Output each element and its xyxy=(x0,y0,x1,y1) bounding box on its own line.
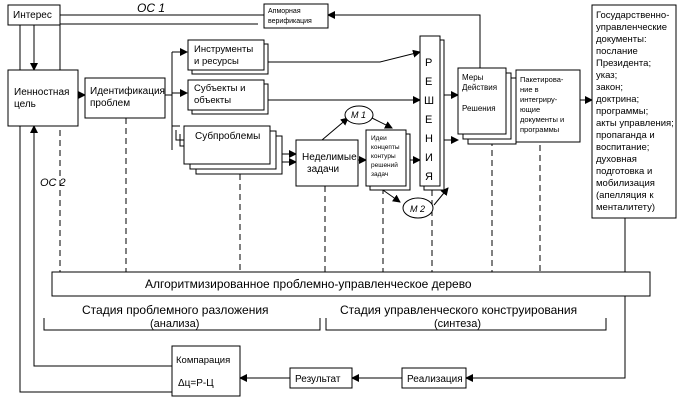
svg-text:объекты: объекты xyxy=(194,95,231,106)
svg-text:Апморная: Апморная xyxy=(268,8,301,15)
svg-text:Результат: Результат xyxy=(295,374,341,385)
label-os1: ОС 1 xyxy=(137,1,165,15)
svg-text:Субъекты и: Субъекты и xyxy=(194,83,245,94)
svg-text:программы;: программы; xyxy=(596,106,648,117)
svg-text:Стадия управленческого констру: Стадия управленческого конструирования xyxy=(340,303,577,317)
node-verification: Апморная верификация xyxy=(263,3,329,29)
svg-text:Идентификация: Идентификация xyxy=(90,85,165,97)
svg-text:Алгоритмизированное проблемно-: Алгоритмизированное проблемно-управленче… xyxy=(145,277,472,291)
node-instruments: Инструменты и ресурсы xyxy=(187,39,269,75)
arrow-m2-to-decisions xyxy=(433,187,449,206)
svg-text:акты управления;: акты управления; xyxy=(596,118,674,129)
svg-text:управленческие: управленческие xyxy=(596,22,667,33)
arrow-os2-feedback xyxy=(30,125,172,367)
node-subproblems: Субпроблемы xyxy=(183,125,283,175)
svg-text:программы: программы xyxy=(520,125,559,134)
node-m1: М 1 xyxy=(344,105,374,125)
node-state-docs: Государственно- управленческие документы… xyxy=(591,4,677,219)
svg-text:и ресурсы: и ресурсы xyxy=(194,56,239,67)
arrow-m1-to-ideas xyxy=(371,117,393,129)
svg-text:пропаганда и: пропаганда и xyxy=(596,130,655,141)
node-indivisible: Неделимые задачи xyxy=(295,139,359,187)
svg-text:М 1: М 1 xyxy=(351,110,366,120)
svg-text:верификация: верификация xyxy=(268,18,312,25)
svg-text:Меры: Меры xyxy=(462,73,484,82)
svg-text:Реализация: Реализация xyxy=(407,374,463,385)
svg-text:концепты: концепты xyxy=(371,144,400,151)
dashed-projections xyxy=(59,118,626,272)
svg-text:Δц=Р-Ц: Δц=Р-Ц xyxy=(178,378,214,389)
svg-text:задачи: задачи xyxy=(307,164,339,175)
node-measures: Меры Действия Решения xyxy=(457,67,517,145)
node-m2: М 2 xyxy=(402,197,434,219)
svg-text:Интерес: Интерес xyxy=(13,10,52,21)
node-subjects: Субъекты и объекты xyxy=(187,79,269,115)
svg-text:Решения: Решения xyxy=(462,104,496,113)
node-identification: Идентификация проблем xyxy=(84,77,166,119)
svg-text:Действия: Действия xyxy=(462,83,497,92)
svg-text:менталитету): менталитету) xyxy=(596,202,655,213)
svg-text:Н: Н xyxy=(425,133,433,145)
label-os2: ОС 2 xyxy=(40,177,66,189)
svg-text:Пакетирова-: Пакетирова- xyxy=(520,75,564,84)
svg-text:Государственно-: Государственно- xyxy=(596,10,669,21)
svg-text:Е: Е xyxy=(425,76,432,88)
svg-text:И: И xyxy=(425,152,433,164)
svg-text:Президента;: Президента; xyxy=(596,58,651,69)
svg-text:духовная: духовная xyxy=(596,154,637,165)
svg-text:Инструменты: Инструменты xyxy=(194,44,253,55)
svg-text:Компарация: Компарация xyxy=(176,355,230,366)
svg-text:Ш: Ш xyxy=(424,95,434,107)
svg-text:Идеи: Идеи xyxy=(371,135,387,142)
arrow-docs-to-realization xyxy=(465,218,626,382)
svg-text:Иенностная: Иенностная xyxy=(14,87,69,98)
svg-text:закон;: закон; xyxy=(596,82,623,93)
subproblem-arrow-a xyxy=(175,130,184,141)
arrow-to-verification xyxy=(327,11,481,100)
svg-text:контуры: контуры xyxy=(371,153,396,160)
svg-text:ние в: ние в xyxy=(520,85,539,94)
svg-text:доктрина;: доктрина; xyxy=(596,94,639,105)
svg-text:интегриру-: интегриру- xyxy=(520,95,558,104)
svg-text:Я: Я xyxy=(425,171,433,183)
node-result: Результат xyxy=(289,367,353,389)
outer-feedback-loop xyxy=(19,15,172,393)
svg-text:Неделимые: Неделимые xyxy=(302,152,357,163)
svg-text:Стадия проблемного разложения: Стадия проблемного разложения xyxy=(82,303,269,317)
svg-text:подготовка и: подготовка и xyxy=(596,166,652,177)
svg-text:решений: решений xyxy=(371,161,398,169)
arrow-to-m1 xyxy=(321,117,349,141)
svg-text:цель: цель xyxy=(14,99,36,110)
svg-text:Р: Р xyxy=(425,57,432,69)
stage-synthesis: Стадия управленческого конструирования (… xyxy=(325,303,607,331)
node-value-goal: Иенностная цель xyxy=(7,69,79,127)
node-interest: Интерес xyxy=(7,4,61,26)
node-realization: Реализация xyxy=(401,367,467,389)
svg-text:воспитание;: воспитание; xyxy=(596,142,649,153)
svg-text:документы:: документы: xyxy=(596,34,647,45)
stage-analysis: Стадия проблемного разложения (анализа) xyxy=(43,303,321,331)
svg-text:(апелляция к: (апелляция к xyxy=(596,190,654,201)
node-ideas: Идеи концепты контуры решений задач xyxy=(365,129,411,191)
node-packaging: Пакетирова- ние в интегриру- ющие докуме… xyxy=(515,69,581,143)
svg-text:указ;: указ; xyxy=(596,70,617,81)
svg-text:(анализа): (анализа) xyxy=(150,318,199,330)
svg-text:задач: задач xyxy=(371,171,388,178)
svg-text:проблем: проблем xyxy=(90,97,130,109)
node-algorithm-tree: Алгоритмизированное проблемно-управленче… xyxy=(51,271,651,297)
node-decisions: Р Е Ш Е Н И Я xyxy=(419,35,445,191)
node-comparison: Компарация Δц=Р-Ц xyxy=(171,345,241,397)
arrow-instruments-to-decisions xyxy=(268,49,421,63)
svg-text:Е: Е xyxy=(425,114,432,126)
svg-text:(синтеза): (синтеза) xyxy=(434,318,481,330)
svg-text:Субпроблемы: Субпроблемы xyxy=(195,130,260,142)
svg-text:мобилизация: мобилизация xyxy=(596,178,655,189)
svg-text:послание: послание xyxy=(596,46,638,57)
svg-text:документы и: документы и xyxy=(520,115,564,124)
svg-text:М 2: М 2 xyxy=(410,204,425,214)
svg-text:ющие: ющие xyxy=(520,105,540,114)
